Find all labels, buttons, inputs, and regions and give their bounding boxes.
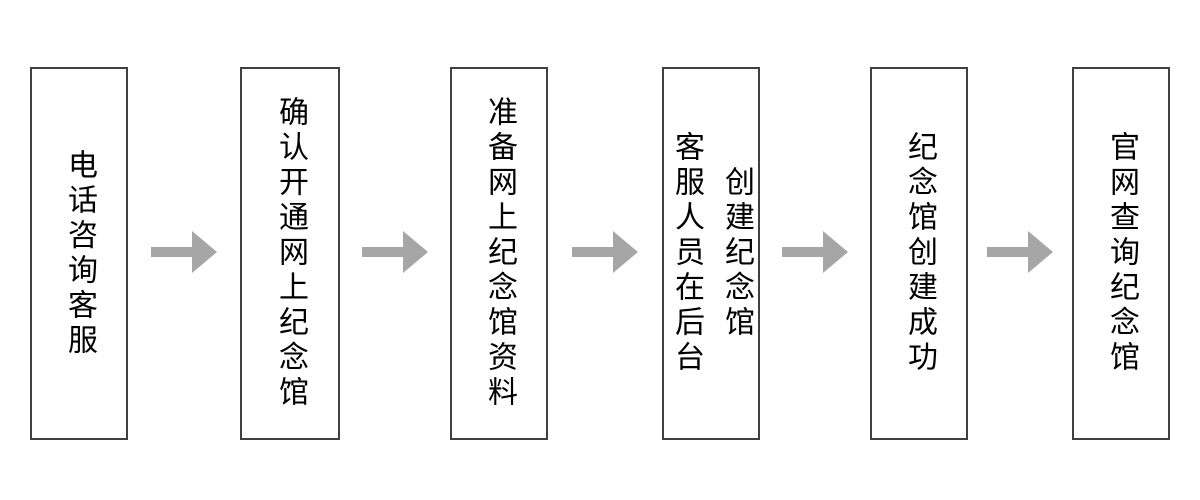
flow-step-4-box: 客服人员在后台 创建纪念馆 xyxy=(662,67,760,440)
flow-step-6-label: 官网查询纪念馆 xyxy=(1104,131,1139,376)
flow-arrow-icon xyxy=(151,231,217,273)
flow-step-5-label: 纪念馆创建成功 xyxy=(902,131,937,376)
flow-step-2-label: 确认开通网上纪念馆 xyxy=(273,96,308,411)
flow-step-2-box: 确认开通网上纪念馆 xyxy=(240,67,340,440)
flow-step-5-box: 纪念馆创建成功 xyxy=(870,67,968,440)
flow-step-3-label: 准备网上纪念馆资料 xyxy=(482,96,517,411)
flow-step-6-box: 官网查询纪念馆 xyxy=(1072,67,1170,440)
flow-arrow-icon xyxy=(987,231,1053,273)
flow-arrow-icon xyxy=(362,231,428,273)
flow-step-3-box: 准备网上纪念馆资料 xyxy=(450,67,548,440)
flow-step-1-label: 电话咨询客服 xyxy=(62,148,97,359)
flow-step-1-box: 电话咨询客服 xyxy=(30,67,128,440)
flow-arrow-icon xyxy=(782,231,848,273)
flow-arrow-icon xyxy=(572,231,638,273)
flow-step-4-label: 客服人员在后台 创建纪念馆 xyxy=(669,131,754,376)
